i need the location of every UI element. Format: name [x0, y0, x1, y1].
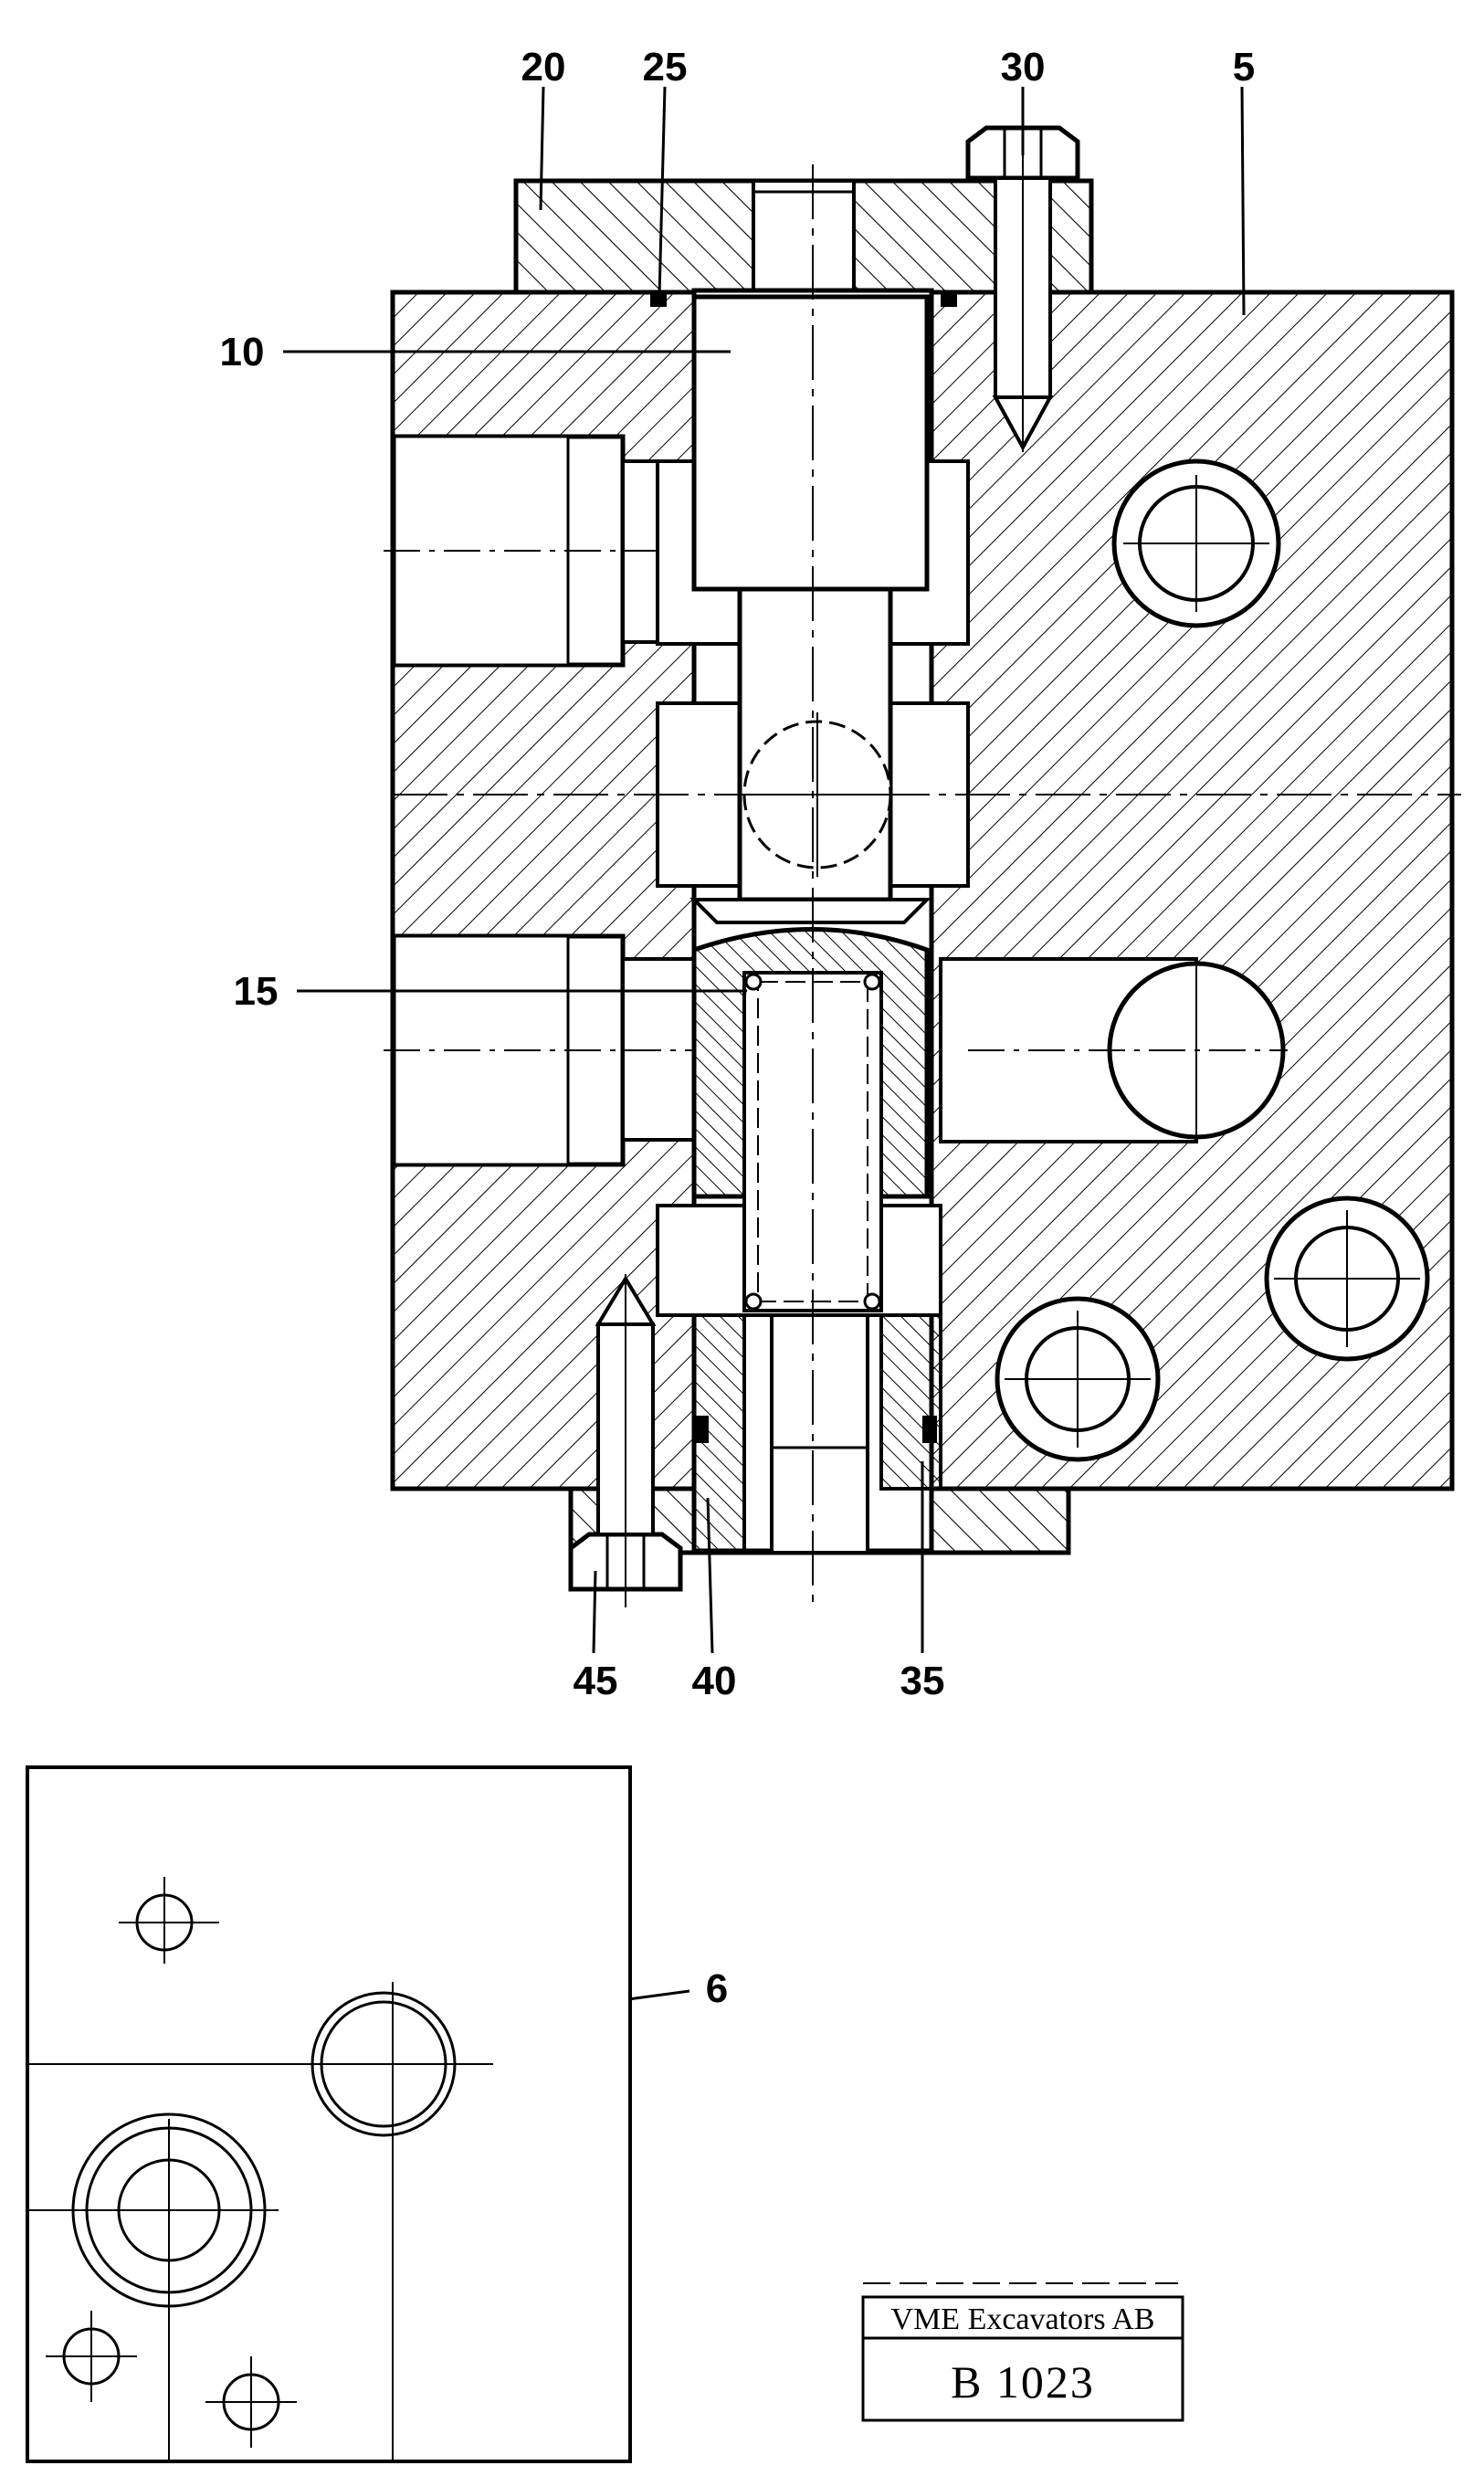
- callout-5: 5: [1233, 45, 1255, 90]
- plan-port-large: [27, 2113, 279, 2308]
- callout-35: 35: [900, 1659, 945, 1703]
- right-port-upper: [1111, 458, 1281, 628]
- callout-6: 6: [706, 1966, 728, 2011]
- plan-view: [26, 1765, 632, 2463]
- spool: [689, 294, 931, 924]
- callout-30: 30: [1001, 45, 1046, 90]
- callout-20: 20: [521, 45, 566, 90]
- callout-25: 25: [643, 45, 688, 90]
- right-port-lower-a: [1264, 1196, 1430, 1362]
- plan-hole-c: [205, 2356, 297, 2448]
- plan-hole-a: [119, 1877, 219, 1964]
- callout-15: 15: [234, 969, 279, 1014]
- left-port-lower: [384, 933, 702, 1167]
- callout-40: 40: [692, 1659, 737, 1703]
- seal-25: [650, 292, 957, 307]
- right-port-lower-b: [995, 1296, 1161, 1462]
- plan-hole-b: [46, 2311, 137, 2402]
- plan-port-6: [310, 1991, 457, 2137]
- title-block-drawing-code: B 1023: [951, 2356, 1095, 2408]
- title-block: VME Excavators AB B 1023: [861, 2282, 1184, 2422]
- right-port-middle: [939, 957, 1288, 1143]
- bolt-bottom: [568, 1274, 683, 1607]
- title-block-company: VME Excavators AB: [891, 2302, 1155, 2336]
- callout-10: 10: [220, 330, 265, 374]
- callout-45: 45: [574, 1659, 618, 1703]
- left-port-upper: [384, 434, 702, 668]
- seal-40: [694, 1416, 937, 1443]
